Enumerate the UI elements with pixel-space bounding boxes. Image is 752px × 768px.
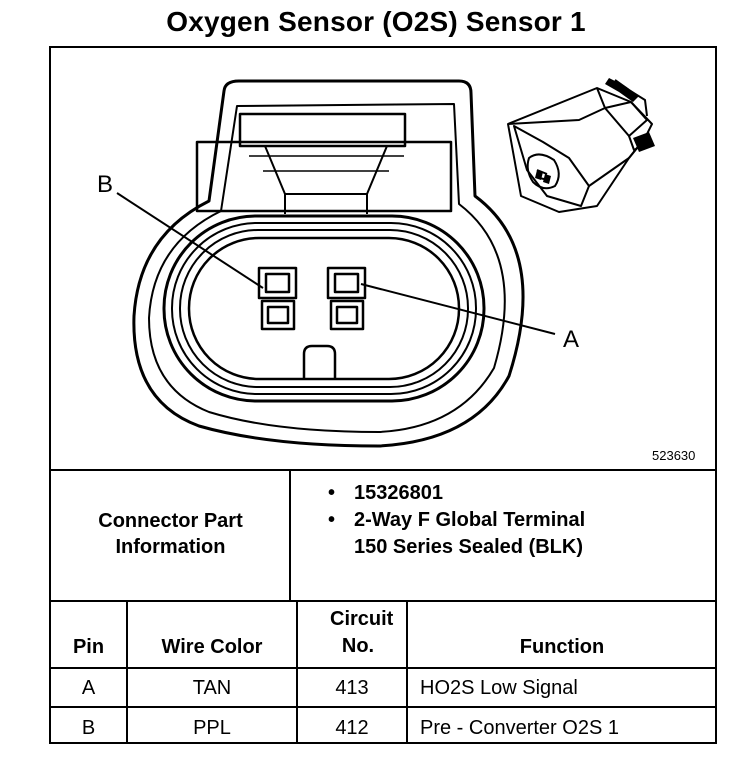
divider-circuit-col xyxy=(406,600,408,744)
header-circuit-no: Circuit No. xyxy=(330,608,394,657)
latch-tab xyxy=(238,112,407,148)
row-a-pin: A xyxy=(81,677,96,699)
divider-header-bottom xyxy=(49,667,717,669)
divider-info-col xyxy=(289,469,291,602)
seal-ring-3 xyxy=(179,229,469,388)
row-b-circuit: 412 xyxy=(335,717,369,739)
divider-row-a-bottom xyxy=(49,706,717,708)
connector-face-diagram: B A xyxy=(97,78,655,448)
bullet-icon: • xyxy=(328,482,336,504)
row-b-function: Pre - Converter O2S 1 xyxy=(420,717,619,739)
diagram-reference-number: 523630 xyxy=(652,448,696,463)
bullet-icon: • xyxy=(328,509,336,531)
divider-diagram-bottom xyxy=(49,469,717,471)
row-a-function: HO2S Low Signal xyxy=(420,677,578,699)
latch-housing xyxy=(195,140,453,213)
connector-part-info-label: Connector Part Information xyxy=(98,510,243,558)
header-wire-color: Wire Color xyxy=(161,636,263,658)
seal-ring-outer xyxy=(162,214,486,403)
connector-isometric-fill xyxy=(535,78,655,184)
divider-pin-col xyxy=(126,600,128,744)
connector-part-info-list: • 15326801 • 2-Way F Global Terminal 150… xyxy=(328,480,708,561)
connector-part-number: • 15326801 xyxy=(328,480,708,507)
divider-wire-col xyxy=(296,600,298,744)
row-a-circuit: 413 xyxy=(335,677,369,699)
row-b-pin: B xyxy=(81,717,96,739)
key-notch xyxy=(302,344,337,379)
pin-label-b: B xyxy=(97,171,113,198)
seal-ring-inner xyxy=(187,236,461,381)
header-function: Function xyxy=(519,636,605,658)
header-pin: Pin xyxy=(72,636,105,658)
row-b-wire-color: PPL xyxy=(193,717,231,739)
page-title: Oxygen Sensor (O2S) Sensor 1 xyxy=(166,6,586,37)
terminal-a-cavity xyxy=(326,266,367,331)
connector-outer-shroud xyxy=(132,79,525,448)
terminal-b-cavity xyxy=(257,266,298,331)
divider-connector-info-bottom xyxy=(49,600,717,602)
row-a-wire-color: TAN xyxy=(192,677,232,699)
seal-ring-2 xyxy=(171,222,477,395)
leader-line-b xyxy=(116,192,264,289)
latch-ramp xyxy=(264,145,388,195)
connector-description: • 2-Way F Global Terminal 150 Series Sea… xyxy=(328,507,708,561)
pin-label-a: A xyxy=(563,326,579,353)
connector-inner-shroud xyxy=(148,103,506,433)
leader-line-a xyxy=(360,283,556,335)
connector-sheet-frame xyxy=(49,46,717,744)
